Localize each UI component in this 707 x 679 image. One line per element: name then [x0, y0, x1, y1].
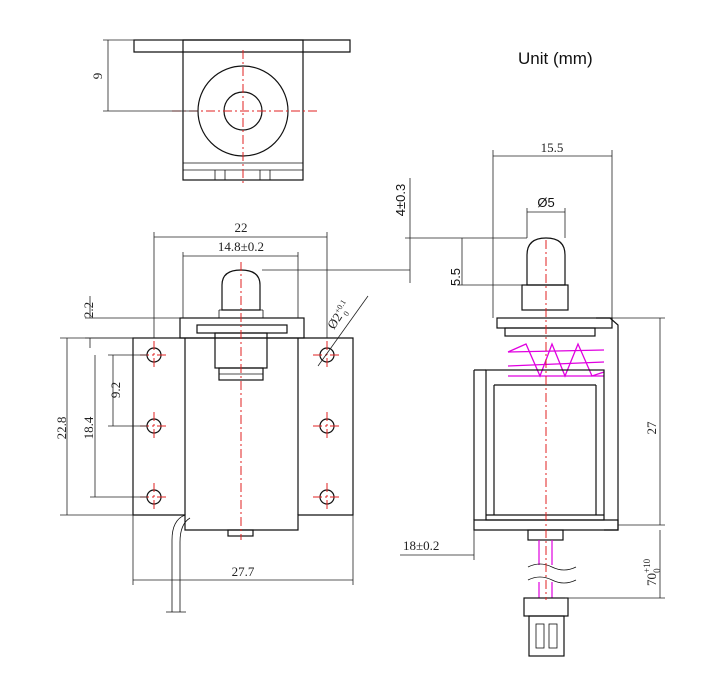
top-view: 9	[90, 39, 351, 186]
dim-top-offset: 2.2	[81, 302, 96, 318]
dim-base-width: 27.7	[232, 564, 255, 579]
dim-plunger-height: 5.5	[448, 268, 463, 286]
dim-body-height: 22.8	[54, 417, 69, 440]
dim-front-width: 22	[235, 220, 248, 235]
dim-hole-span: 18.4	[81, 416, 96, 439]
side-view: 15.5 Ø5 4±0.3 5.5 27 18±0.2 70+100	[393, 140, 665, 657]
spring	[507, 342, 605, 378]
unit-label: Unit (mm)	[518, 49, 593, 68]
dim-hole-dia: Ø2+0.10	[324, 298, 356, 333]
front-view: 22 14.8±0.2 Ø2+0.10 2.2 9.2 22.8 18.4	[54, 220, 410, 613]
dim-top-height: 9	[90, 73, 105, 80]
dim-hole-spacing: 9.2	[108, 382, 123, 398]
dim-side-depth: 18±0.2	[403, 538, 439, 553]
dim-lead-length: 70+100	[642, 558, 662, 586]
dim-plunger-travel: 4±0.3	[393, 184, 408, 216]
dim-plunger-dia: Ø5	[537, 195, 554, 210]
dim-overall-width: 15.5	[541, 140, 564, 155]
dim-front-inner-width: 14.8±0.2	[218, 239, 264, 254]
dim-side-height: 27	[644, 421, 659, 435]
